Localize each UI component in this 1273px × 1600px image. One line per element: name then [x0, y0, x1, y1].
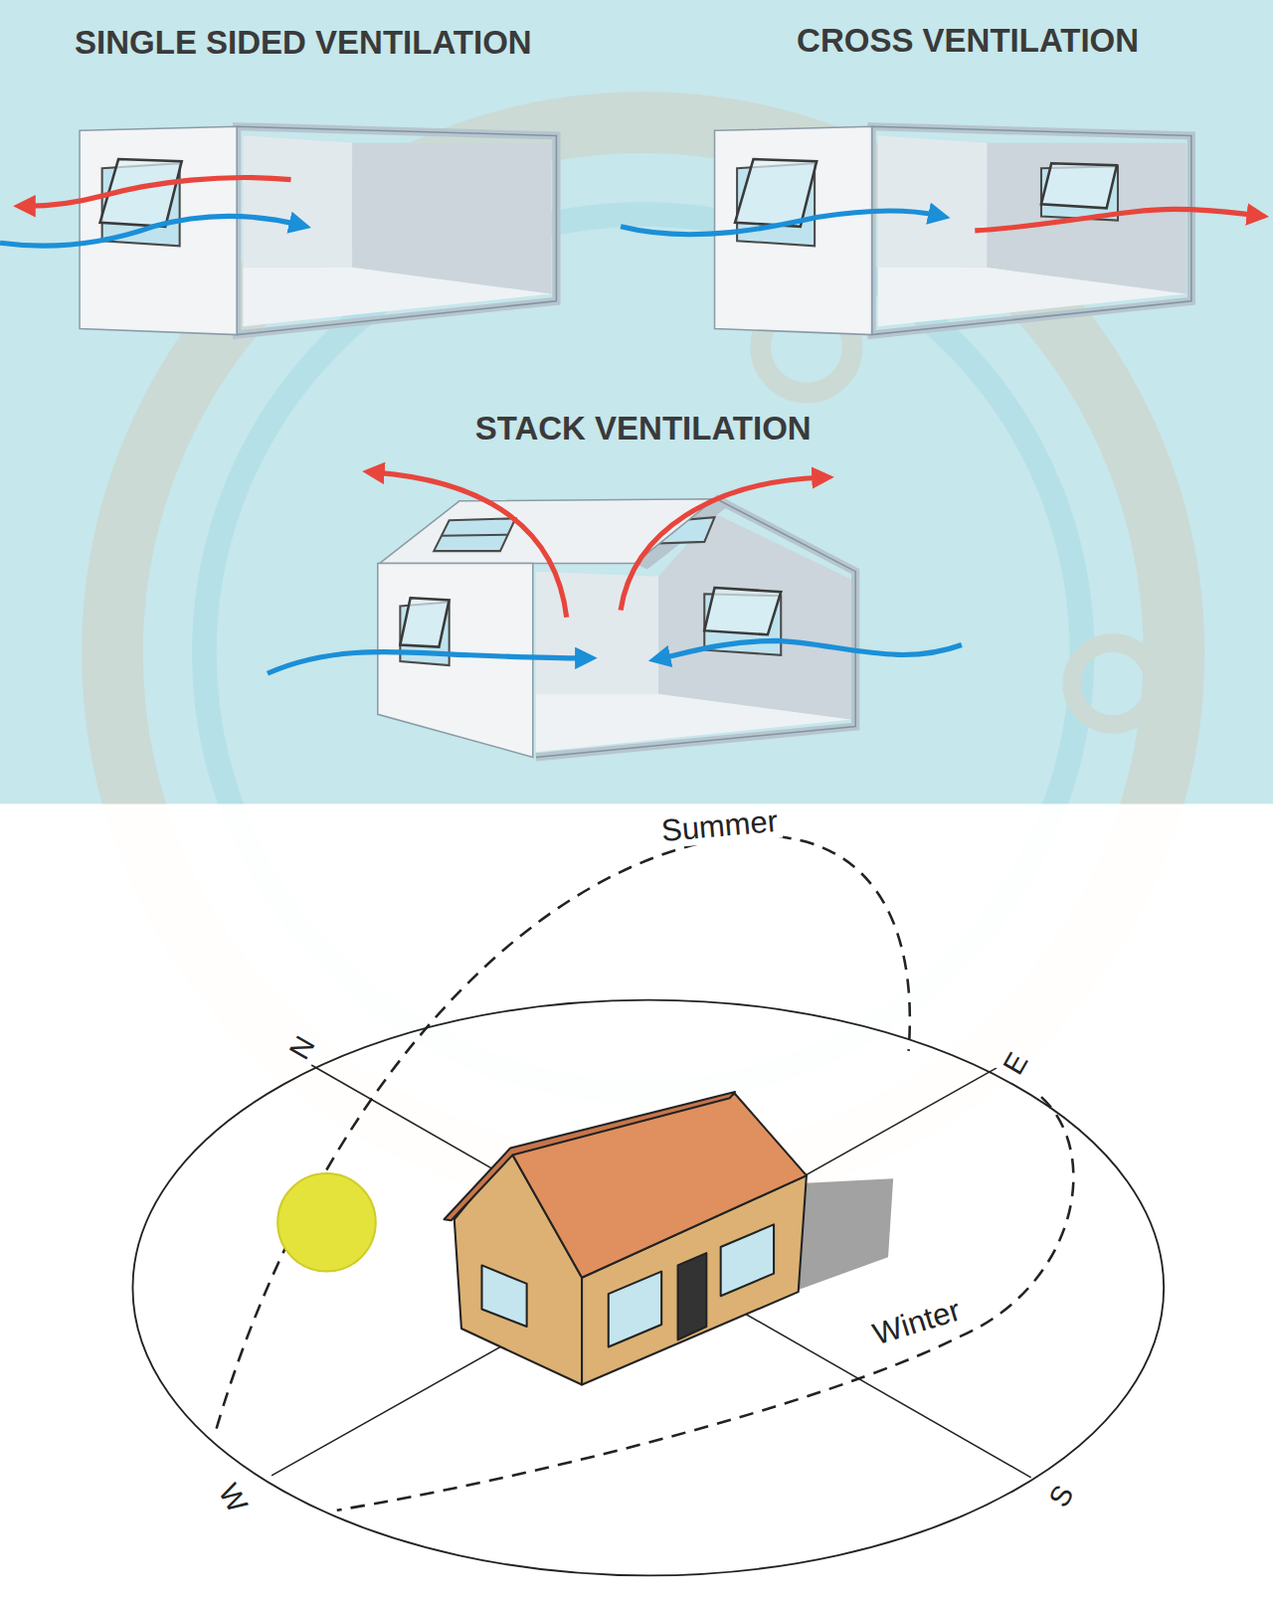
cross-room — [1041, 163, 1117, 208]
compass-letter: E — [995, 1044, 1037, 1085]
compass-letter: W — [209, 1475, 255, 1523]
white-background — [0, 804, 1273, 1600]
stack-house — [433, 518, 516, 551]
panel-heading: STACK VENTILATION — [471, 410, 816, 447]
house — [444, 1091, 895, 1386]
stack-house — [375, 472, 567, 618]
single-sided-room — [0, 126, 556, 335]
house — [678, 1253, 708, 1340]
stack-house — [377, 562, 534, 757]
compass-letter: S — [1041, 1476, 1083, 1517]
sun-path-diagram — [216, 835, 910, 1429]
stack-house — [536, 571, 659, 695]
stack-house — [399, 597, 449, 647]
stack-house — [661, 640, 962, 658]
single-sided-room — [0, 216, 299, 247]
sun-path-diagram — [277, 1173, 376, 1273]
panel-heading: SINGLE SIDED VENTILATION — [70, 24, 537, 61]
house — [481, 1265, 527, 1327]
stack-house — [267, 472, 962, 757]
panel-heading: CROSS VENTILATION — [792, 22, 1143, 59]
cross-room — [620, 126, 1256, 335]
stack-house — [620, 477, 821, 610]
white-background — [0, 804, 1273, 1600]
stack-house — [267, 652, 584, 675]
house — [608, 1272, 662, 1348]
sun-path-diagram — [308, 1063, 1032, 1478]
compass-letter: N — [282, 1028, 325, 1070]
stack-house — [658, 513, 852, 720]
watermark — [1072, 642, 1154, 725]
single-sided-room — [26, 178, 292, 207]
stack-house — [440, 535, 509, 537]
sun-path-diagram — [132, 835, 1164, 1576]
house — [721, 1224, 774, 1296]
season-label: Winter — [865, 1292, 968, 1354]
season-label: Summer — [656, 804, 784, 850]
cross-room — [715, 126, 1192, 335]
cross-room — [620, 210, 937, 235]
sun-path-diagram — [271, 1061, 1009, 1476]
single-sided-room — [79, 126, 556, 335]
stack-house — [704, 587, 781, 635]
sun-path-diagram — [132, 1000, 1164, 1577]
house — [444, 1091, 736, 1221]
cross-room — [974, 208, 1256, 231]
